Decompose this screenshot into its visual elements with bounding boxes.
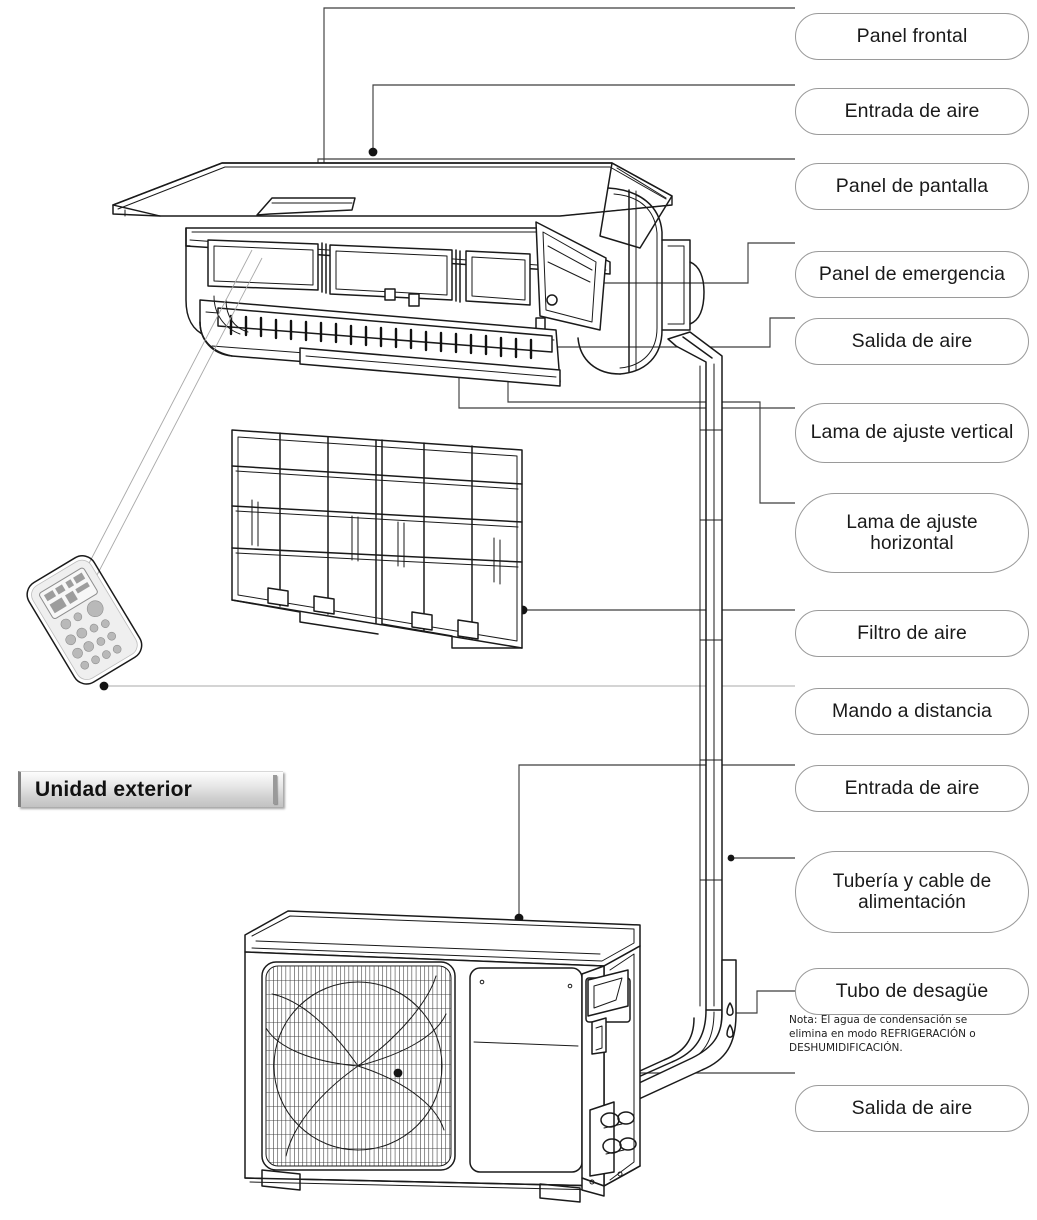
callout-label: Salida de aire <box>851 1096 973 1119</box>
callout-label: Panel frontal <box>856 24 968 47</box>
note-line-1: Nota: El agua de condensación se <box>789 1014 968 1026</box>
callout-tubo-de-desague[interactable]: Tubo de desagüe <box>795 968 1029 1015</box>
callout-entrada-de-aire-2[interactable]: Entrada de aire <box>795 765 1029 812</box>
callout-label: Tubo de desagüe <box>835 979 989 1002</box>
note-line-2: elimina en modo REFRIGERACIÓN o <box>789 1027 976 1040</box>
callout-label: Lama de ajuste vertical <box>810 421 1014 444</box>
air-filter-illustration <box>231 429 523 649</box>
callout-label-line-2: alimentación <box>858 892 966 913</box>
callout-mando-a-distancia[interactable]: Mando a distancia <box>795 688 1029 735</box>
callout-label-line-2: horizontal <box>870 533 954 554</box>
callout-label: Entrada de aire <box>844 776 980 799</box>
callout-label: Lama de ajuste horizontal <box>846 512 977 555</box>
callout-label: Filtro de aire <box>857 621 967 644</box>
callout-lama-horizontal[interactable]: Lama de ajuste horizontal <box>795 493 1029 573</box>
note-line-3: DESHUMIDIFICACIÓN. <box>789 1041 903 1054</box>
callout-salida-de-aire-2[interactable]: Salida de aire <box>795 1085 1029 1132</box>
callout-entrada-de-aire-1[interactable]: Entrada de aire <box>795 88 1029 135</box>
callout-label: Salida de aire <box>851 329 973 352</box>
callout-label: Panel de pantalla <box>835 174 989 197</box>
callout-lama-vertical[interactable]: Lama de ajuste vertical <box>795 403 1029 463</box>
outdoor-unit-illustration <box>244 910 641 1203</box>
callout-label-line-1: Tubería y cable de <box>832 870 992 892</box>
callout-panel-frontal[interactable]: Panel frontal <box>795 13 1029 60</box>
callout-panel-de-emergencia[interactable]: Panel de emergencia <box>795 251 1029 298</box>
callout-filtro-de-aire[interactable]: Filtro de aire <box>795 610 1029 657</box>
outdoor-unit-heading-label: Unidad exterior <box>35 777 193 801</box>
callout-label-line-1: Lama de ajuste <box>846 511 978 533</box>
condensation-note: Nota: El agua de condensación se elimina… <box>789 1014 994 1056</box>
heading-end-cap <box>273 775 277 804</box>
callout-label: Panel de emergencia <box>818 262 1006 285</box>
callout-salida-de-aire-1[interactable]: Salida de aire <box>795 318 1029 365</box>
callout-label: Mando a distancia <box>832 699 992 722</box>
callout-tuberia-y-cable[interactable]: Tubería y cable de alimentación <box>795 851 1029 933</box>
indoor-unit-illustration <box>71 162 705 601</box>
callout-label: Entrada de aire <box>844 99 980 122</box>
callout-label: Tubería y cable de alimentación <box>833 871 991 914</box>
callout-panel-de-pantalla[interactable]: Panel de pantalla <box>795 163 1029 210</box>
remote-control-illustration <box>26 555 143 685</box>
outdoor-unit-heading: Unidad exterior <box>18 771 283 807</box>
